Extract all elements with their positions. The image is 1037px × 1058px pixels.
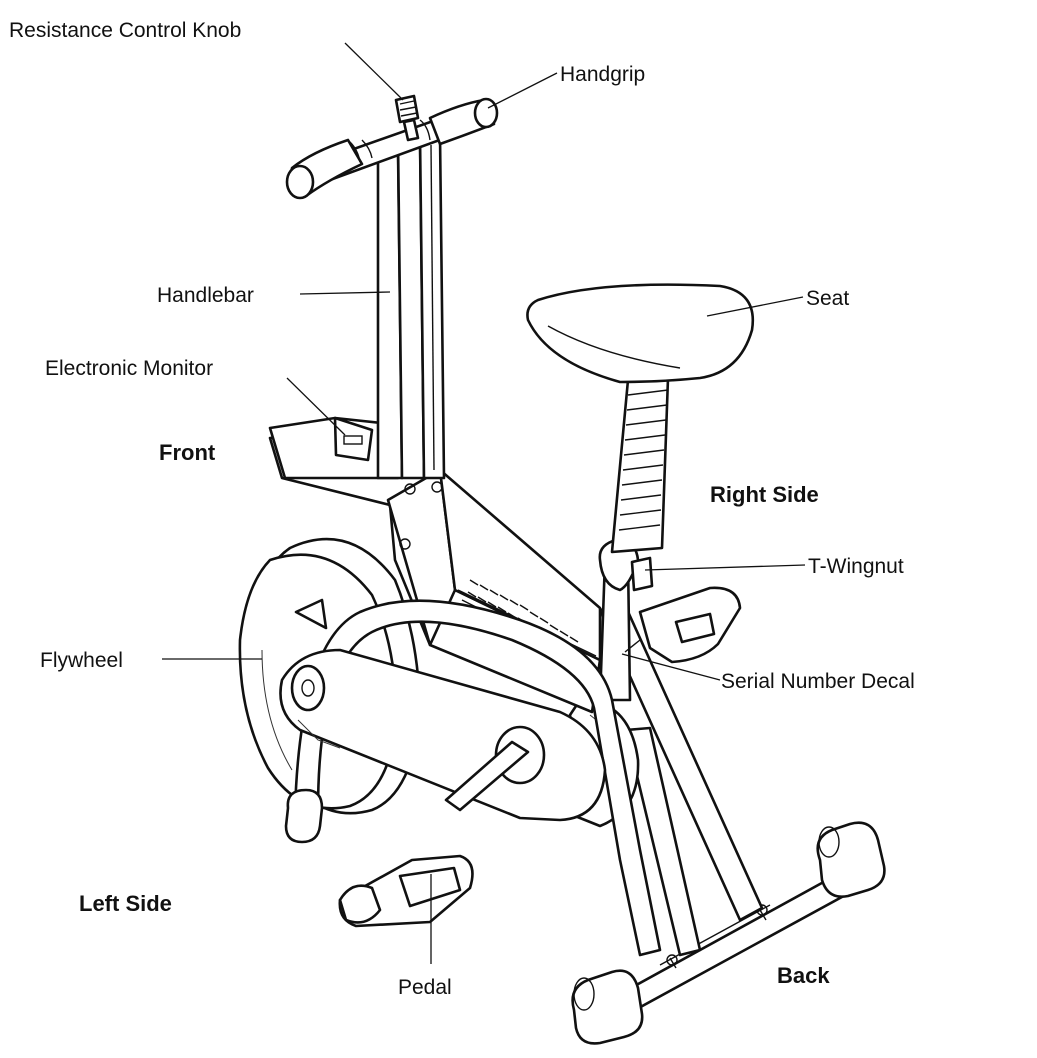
label-flywheel: Flywheel <box>40 649 123 672</box>
label-left-side: Left Side <box>79 891 172 916</box>
label-pedal: Pedal <box>398 976 452 999</box>
label-seat: Seat <box>806 287 849 310</box>
leader-handgrip <box>488 73 557 108</box>
label-handlebar: Handlebar <box>157 284 254 307</box>
exercise-bike-illustration <box>240 96 885 1043</box>
leader-t-wingnut <box>645 565 805 570</box>
label-resistance-control-knob: Resistance Control Knob <box>9 19 241 42</box>
label-right-side: Right Side <box>710 482 819 507</box>
leader-handlebar <box>300 292 390 294</box>
label-electronic-monitor: Electronic Monitor <box>45 357 213 380</box>
label-front: Front <box>159 440 216 465</box>
label-back: Back <box>777 963 830 988</box>
label-handgrip: Handgrip <box>560 63 645 86</box>
leader-resistance-knob <box>345 43 403 100</box>
label-t-wingnut: T-Wingnut <box>808 555 904 578</box>
label-serial-number-decal: Serial Number Decal <box>721 670 915 693</box>
